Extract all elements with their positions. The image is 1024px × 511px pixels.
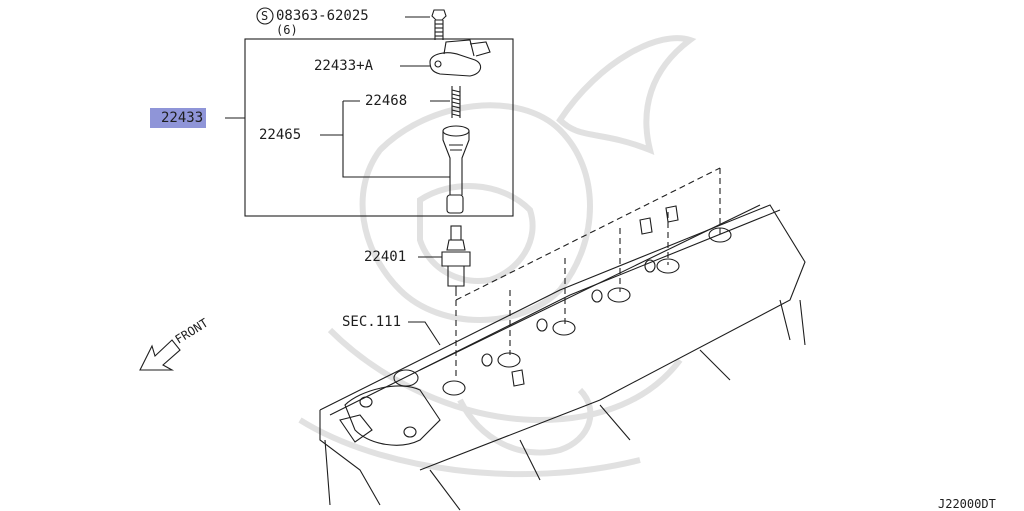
rocker-cover-drawing bbox=[319, 204, 806, 511]
bolt-symbol: S bbox=[261, 9, 269, 23]
assembly-guides bbox=[455, 167, 721, 380]
spark-plug-drawing bbox=[441, 225, 471, 296]
label-bolt-part[interactable]: 08363-62025 bbox=[276, 8, 369, 24]
label-spark-plug[interactable]: 22401 bbox=[364, 249, 407, 265]
sensor-drawing bbox=[429, 39, 491, 77]
leader-cover bbox=[408, 321, 441, 346]
front-arrow-icon bbox=[139, 339, 181, 371]
label-coil-assembly[interactable]: 22465 bbox=[259, 127, 302, 143]
bolt-drawing bbox=[431, 9, 447, 40]
label-spring-part[interactable]: 22468 bbox=[365, 93, 408, 109]
assembly-frame bbox=[244, 38, 514, 217]
circled-s-icon bbox=[256, 7, 274, 25]
label-sensor-part[interactable]: 22433+A bbox=[314, 58, 374, 74]
label-bolt-qty: (6) bbox=[276, 23, 298, 37]
label-diagram-code: J22000DT bbox=[938, 497, 996, 511]
coil-drawing bbox=[442, 125, 470, 214]
spring-drawing bbox=[451, 86, 461, 118]
label-cover-ref[interactable]: SEC.111 bbox=[342, 314, 402, 330]
leader-coil-bracket bbox=[320, 100, 450, 178]
highlight-box bbox=[150, 108, 206, 128]
label-main-assembly[interactable]: 22433 bbox=[161, 110, 204, 126]
